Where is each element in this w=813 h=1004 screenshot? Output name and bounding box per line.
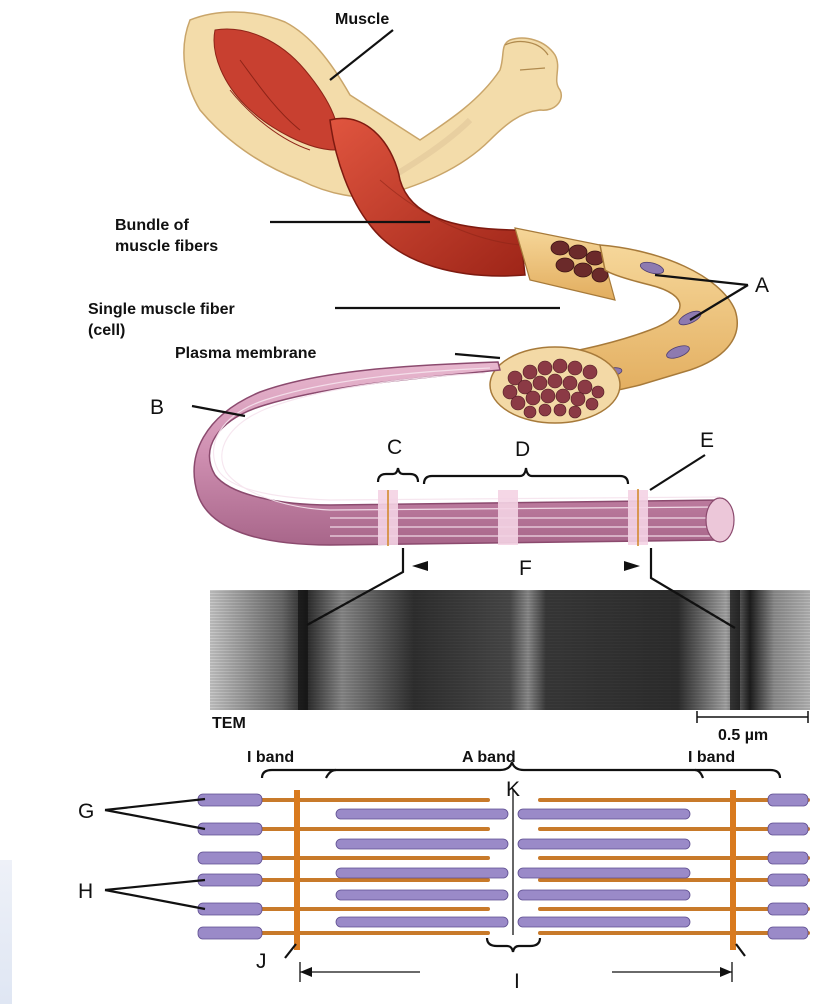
letter-a: A bbox=[755, 274, 769, 297]
thick-filament-edge bbox=[768, 927, 808, 939]
sarcomere-diagram bbox=[198, 790, 808, 950]
thick-filament-edge bbox=[768, 874, 808, 886]
thick-filament bbox=[518, 917, 690, 927]
thick-filament bbox=[518, 809, 690, 819]
thick-filament bbox=[336, 890, 508, 900]
letter-f: F bbox=[519, 557, 532, 580]
label-bundle-line1: Bundle of bbox=[115, 217, 189, 234]
label-a-band: A band bbox=[462, 749, 516, 766]
thick-filament-edge bbox=[198, 823, 262, 835]
thick-filament-edge bbox=[768, 852, 808, 864]
thick-filament-edge bbox=[198, 927, 262, 939]
thick-filament bbox=[336, 839, 508, 849]
letter-d: D bbox=[515, 438, 530, 461]
label-fiber-line2: (cell) bbox=[88, 322, 125, 339]
thick-filament bbox=[518, 839, 690, 849]
label-fiber-line1: Single muscle fiber bbox=[88, 301, 235, 318]
label-scale: 0.5 µm bbox=[718, 727, 768, 744]
label-muscle: Muscle bbox=[335, 11, 389, 28]
thick-filament-edge bbox=[198, 903, 262, 915]
letter-h: H bbox=[78, 880, 93, 903]
thick-filament-edge bbox=[768, 794, 808, 806]
label-plasma-membrane: Plasma membrane bbox=[175, 345, 317, 362]
letter-c: C bbox=[387, 436, 402, 459]
myofibril bbox=[194, 362, 734, 546]
letter-e: E bbox=[700, 429, 714, 452]
thick-filament bbox=[518, 868, 690, 878]
label-i-band-left: I band bbox=[247, 749, 294, 766]
z-line-right bbox=[730, 790, 736, 950]
thick-filament bbox=[336, 809, 508, 819]
thick-filament bbox=[336, 868, 508, 878]
thick-filament-edge bbox=[198, 874, 262, 886]
myofibril-end bbox=[706, 498, 734, 542]
letter-b: B bbox=[150, 396, 164, 419]
label-i-band-right: I band bbox=[688, 749, 735, 766]
thick-filament-edge bbox=[198, 852, 262, 864]
label-bundle-line2: muscle fibers bbox=[115, 238, 218, 255]
letter-k: K bbox=[506, 778, 520, 801]
tem-micrograph bbox=[210, 590, 810, 710]
thick-filament bbox=[336, 917, 508, 927]
thick-filament-edge bbox=[768, 823, 808, 835]
thick-filament-edge bbox=[198, 794, 262, 806]
letter-g: G bbox=[78, 800, 94, 823]
letter-j: J bbox=[256, 950, 267, 973]
z-line-left bbox=[294, 790, 300, 950]
thick-filament-edge bbox=[768, 903, 808, 915]
thick-filament bbox=[518, 890, 690, 900]
label-tem: TEM bbox=[212, 715, 246, 732]
letter-i: I bbox=[514, 970, 520, 993]
